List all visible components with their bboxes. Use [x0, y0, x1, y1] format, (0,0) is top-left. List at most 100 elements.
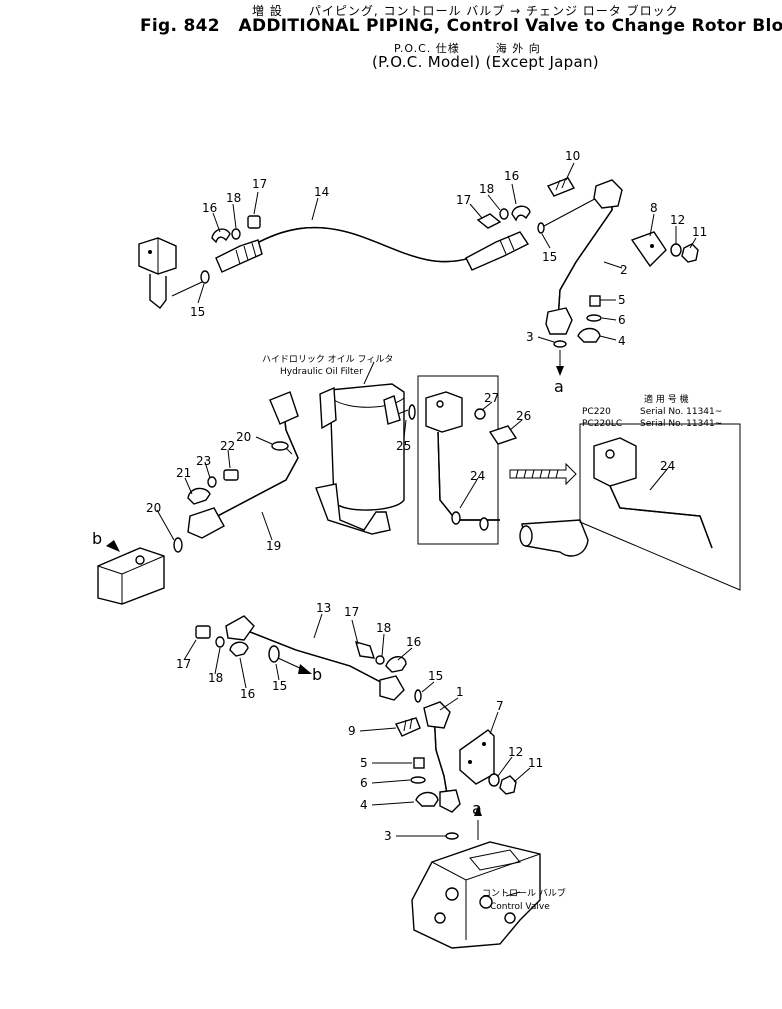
o-ring-15-top-left	[200, 270, 210, 284]
label-4-a: 4	[618, 334, 626, 348]
inset-block-24	[593, 437, 637, 487]
hydraulic-filter-label: Hydraulic Oil Filter	[280, 367, 363, 377]
clamp-16-bottom-left	[229, 641, 249, 657]
o-ring-3-bottom	[445, 832, 459, 840]
label-20-a: 20	[236, 430, 251, 444]
label-4-b: 4	[360, 798, 368, 812]
callout-captions: ハイドロリック オイル フィルタ Hydraulic Oil Filter コン…	[262, 354, 566, 912]
clamp-21	[187, 487, 211, 505]
label-12-b: 12	[508, 745, 523, 759]
clamp-16-top-mid	[511, 205, 531, 222]
bolt-10	[546, 177, 576, 197]
block-left-top	[138, 237, 177, 309]
label-9: 9	[348, 724, 356, 738]
label-18-b: 18	[479, 182, 494, 196]
label-3-a: 3	[526, 330, 534, 344]
bolt-5-top	[589, 295, 601, 307]
figure-subtitle: (P.O.C. Model) (Except Japan)	[372, 53, 599, 71]
label-14: 14	[314, 185, 329, 199]
o-ring-15-bottom-left	[268, 645, 280, 663]
poc-japanese: P.O.C. 仕様 海 外 向	[394, 42, 541, 55]
model-pc220: PC220	[582, 407, 611, 417]
label-16-c: 16	[240, 687, 255, 701]
block-24	[425, 391, 463, 433]
clamp-16-bottom-mid	[385, 656, 407, 673]
label-12-a: 12	[670, 213, 685, 227]
inset-panel	[579, 423, 741, 591]
washer-18-top-left	[231, 228, 241, 240]
label-10: 10	[565, 149, 580, 163]
label-5-b: 5	[360, 756, 368, 770]
label-5-a: 5	[618, 293, 626, 307]
tube-end	[521, 519, 589, 557]
label-24-a: 24	[470, 469, 485, 483]
label-3-b: 3	[384, 829, 392, 843]
label-15-b: 15	[542, 250, 557, 264]
label-6-a: 6	[618, 313, 626, 327]
applicability-table: 適 用 号 機 PC220 Serial No. 11341~ PC220LC …	[582, 393, 722, 429]
label-15-a: 15	[190, 305, 205, 319]
applicability-heading: 適 用 号 機	[644, 393, 689, 405]
o-ring-15-bottom-mid	[414, 689, 422, 703]
title-japanese: 増 設 パイピング, コントロール バルブ → チェンジ ロータ ブロック	[252, 4, 679, 18]
label-24-b: 24	[660, 459, 675, 473]
label-27: 27	[484, 391, 499, 405]
clamp-4-bottom	[415, 791, 439, 807]
washer-18-bottom-mid	[375, 655, 385, 665]
figure-title-text: ADDITIONAL PIPING, Control Valve to Chan…	[238, 16, 782, 36]
bolt-9	[395, 717, 421, 737]
washer-23	[207, 476, 217, 488]
washer-18-top-mid	[499, 208, 509, 220]
bolt-17-bottom-mid	[354, 640, 376, 659]
bracket-7	[459, 729, 495, 785]
serial-pc220lc: Serial No. 11341~	[640, 419, 722, 429]
o-ring-3-top	[553, 340, 567, 348]
label-21: 21	[176, 466, 191, 480]
label-18-d: 18	[376, 621, 391, 635]
hydraulic-filter-jp: ハイドロリック オイル フィルタ	[262, 354, 393, 365]
label-2: 2	[620, 263, 628, 277]
label-13: 13	[316, 601, 331, 615]
label-15-c: 15	[272, 679, 287, 693]
label-17-b: 17	[456, 193, 471, 207]
washer-18-bottom-left	[215, 636, 225, 648]
washer-27	[474, 408, 486, 420]
label-15-d: 15	[428, 669, 443, 683]
label-11-a: 11	[692, 225, 707, 239]
label-17-a: 17	[252, 177, 267, 191]
part-numbers: 14 16 18 17 15 17 18 16 10 15 2 8 12 11 …	[92, 149, 707, 843]
label-26: 26	[516, 409, 531, 423]
label-b-left: b	[92, 529, 102, 548]
serial-pc220: Serial No. 11341~	[640, 407, 722, 417]
o-ring-25	[408, 404, 416, 420]
label-7: 7	[496, 699, 504, 713]
label-16-a: 16	[202, 201, 217, 215]
label-17-d: 17	[344, 605, 359, 619]
bolt-26	[488, 425, 518, 445]
label-a-top: a	[554, 377, 564, 396]
control-valve-label: Control Valve	[490, 902, 550, 912]
hose-14-fittings	[215, 231, 530, 273]
washer-12-bottom	[488, 773, 500, 787]
hatched-arrow	[509, 462, 577, 486]
figure-number: Fig. 842	[140, 16, 220, 36]
label-18-c: 18	[208, 671, 223, 685]
block-b	[97, 540, 165, 605]
control-valve-jp: コントロール バルブ	[482, 887, 566, 899]
label-22: 22	[220, 439, 235, 453]
label-b-mid: b	[312, 665, 322, 684]
label-8: 8	[650, 201, 658, 215]
bolt-22	[223, 469, 239, 481]
bracket-8	[630, 231, 667, 268]
label-19: 19	[266, 539, 281, 553]
bolt-5-bottom	[413, 757, 425, 769]
o-ring-20-mid	[271, 441, 289, 451]
label-1: 1	[456, 685, 464, 699]
bolt-17-top-mid	[476, 213, 502, 229]
label-11-b: 11	[528, 756, 543, 770]
label-23: 23	[196, 454, 211, 468]
washer-6-top	[586, 314, 602, 322]
model-pc220lc: PC220LC	[582, 419, 622, 429]
label-a-bottom: a	[472, 799, 482, 818]
